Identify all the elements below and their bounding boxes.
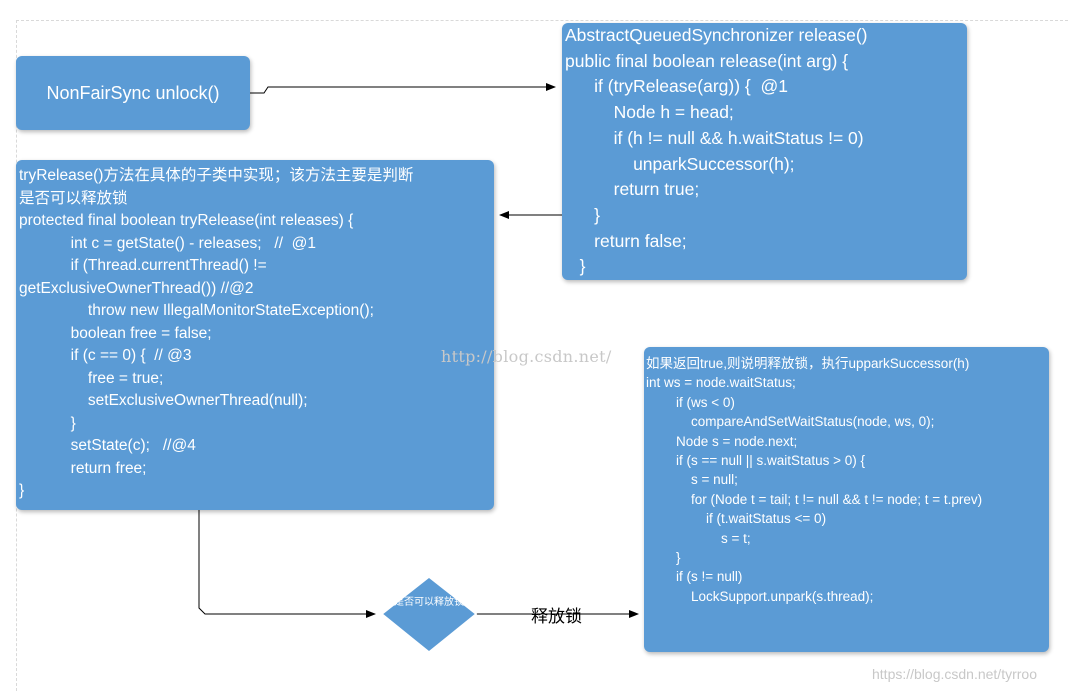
unlock-node: NonFairSync unlock() <box>16 56 250 130</box>
unpark-line: s = t; <box>646 530 751 546</box>
try-release-line: if (Thread.currentThread() != <box>19 257 267 274</box>
try-release-line: tryRelease()方法在具体的子类中实现；该方法主要是判断 <box>19 167 414 184</box>
release-line: unparkSuccessor(h); <box>565 153 795 174</box>
release-line: if (h != null && h.waitStatus != 0) <box>565 127 864 148</box>
watermark-bottom-right: https://blog.csdn.net/tyrroo <box>872 666 1037 682</box>
unlock-node-label: NonFairSync unlock() <box>46 82 220 103</box>
try-release-line: return free; <box>19 459 147 477</box>
try-release-line: if (c == 0) { // @3 <box>19 347 192 364</box>
unpark-line: LockSupport.unpark(s.thread); <box>646 588 874 604</box>
release-line: return false; <box>565 230 687 251</box>
unpark-line: for (Node t = tail; t != null && t != no… <box>646 491 983 507</box>
release-line: return true; <box>565 179 700 200</box>
try-release-line: free = true; <box>19 369 164 387</box>
unpark-line: if (s == null || s.waitStatus > 0) { <box>646 453 865 469</box>
try-release-line: throw new IllegalMonitorStateException()… <box>19 302 374 319</box>
release-line: } <box>565 256 586 277</box>
arrow-tryrelease-to-decision <box>198 510 376 618</box>
release-line: public final boolean release(int arg) { <box>565 50 849 71</box>
unpark-line: Node s = node.next; <box>646 433 798 449</box>
watermark-center: http://blog.csdn.net/ <box>441 347 612 366</box>
try-release-line: boolean free = false; <box>19 324 212 342</box>
try-release-line: setExclusiveOwnerThread(null); <box>19 392 308 409</box>
unpark-line: int ws = node.waitStatus; <box>646 375 796 391</box>
decision-diamond <box>380 576 478 653</box>
try-release-line: } <box>19 414 76 432</box>
unpark-line: if (ws < 0) <box>646 394 735 410</box>
unpark-line: s = null; <box>646 472 738 488</box>
release-line: AbstractQueuedSynchronizer release() <box>565 25 868 45</box>
release-node: AbstractQueuedSynchronizer release() pub… <box>562 23 967 280</box>
try-release-line: 是否可以释放锁 <box>19 189 128 207</box>
release-line: } <box>565 204 601 225</box>
unpark-line: 如果返回true,则说明释放锁，执行upparkSuccessor(h) <box>646 356 970 371</box>
try-release-line: protected final boolean tryRelease(int r… <box>19 212 354 229</box>
unpark-line: if (s != null) <box>646 569 743 585</box>
try-release-node: tryRelease()方法在具体的子类中实现；该方法主要是判断 是否可以释放锁… <box>16 160 494 510</box>
unpark-line: compareAndSetWaitStatus(node, ws, 0); <box>646 414 935 430</box>
try-release-line: } <box>19 482 25 499</box>
release-line: if (tryRelease(arg)) { @1 <box>565 76 788 97</box>
unpark-line: if (t.waitStatus <= 0) <box>646 511 827 527</box>
release-lock-edge-label: 释放锁 <box>531 607 582 626</box>
unpark-successor-node: 如果返回true,则说明释放锁，执行upparkSuccessor(h) int… <box>644 347 1049 652</box>
arrow-unlock-to-release <box>250 83 556 94</box>
try-release-line: setState(c); //@4 <box>19 437 196 454</box>
decision-label: 是否可以释放锁 <box>394 597 464 608</box>
release-line: Node h = head; <box>565 102 734 123</box>
try-release-line: getExclusiveOwnerThread()) //@2 <box>19 279 254 297</box>
unpark-line: } <box>646 550 681 566</box>
try-release-line: int c = getState() - releases; // @1 <box>19 234 316 252</box>
